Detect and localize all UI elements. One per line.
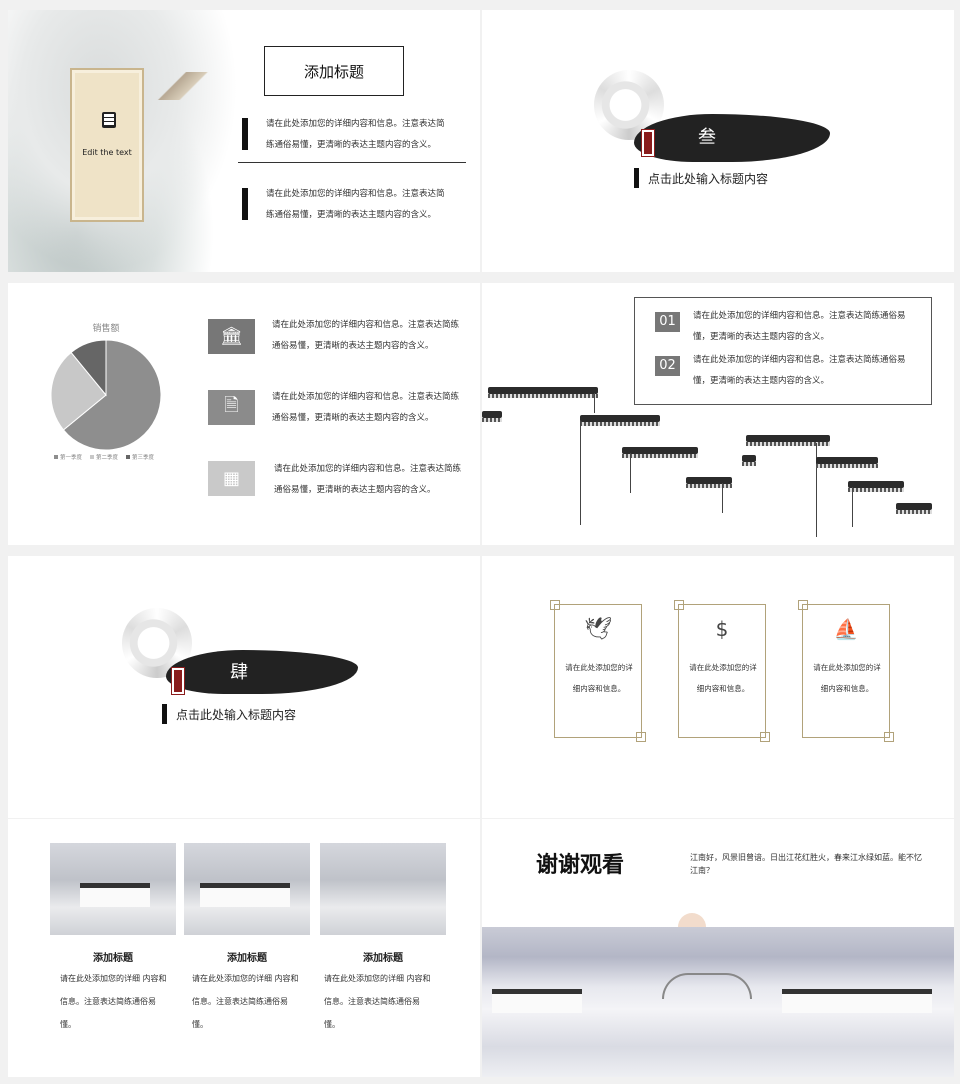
column-1-title: 添加标题 <box>93 953 133 964</box>
item-2-text[interactable]: 请在此处添加您的详细内容和信息。注意表达简练通俗易懂，更清晰的表达主题内容的含义… <box>272 392 460 423</box>
scroll-text[interactable]: Edit the text <box>82 148 132 157</box>
slide-title: 添加标题 <box>303 62 364 81</box>
column-1-text[interactable]: 请在此处添加您的详细 内容和信息。注意表达简练通俗易懂。 <box>60 974 167 1029</box>
slide-6[interactable]: 🕊 请在此处添加您的详细内容和信息。 $ 请在此处添加您的详细内容和信息。 ⛵ … <box>482 556 954 818</box>
landscape-photo-1 <box>50 843 176 935</box>
pie-slice-3 <box>70 339 107 397</box>
chart-legend: 第一季度第二季度第三季度 <box>54 453 214 461</box>
mountain-silhouette <box>138 72 208 100</box>
bird-icon: 🕊 <box>584 617 612 642</box>
number-02: 02 <box>655 356 680 376</box>
pie-chart <box>50 339 162 451</box>
stone-bridge <box>662 973 752 999</box>
divider-line <box>238 162 466 163</box>
sailboat-icon: ⛵ <box>833 617 859 641</box>
red-seal <box>171 667 185 695</box>
info-text-1[interactable]: 请在此处添加您的详细内容和信息。注意表达简练通俗易懂，更清晰的表达主题内容的含义… <box>693 311 906 342</box>
card-1[interactable]: 🕊 请在此处添加您的详细内容和信息。 <box>550 600 646 742</box>
section-number: 叁 <box>698 127 716 148</box>
pie-slice-2 <box>50 351 107 431</box>
chart-title: 销售额 <box>92 324 120 334</box>
slide-4[interactable]: 01 请在此处添加您的详细内容和信息。注意表达简练通俗易懂，更清晰的表达主题内容… <box>482 283 954 545</box>
ink-landscape <box>482 927 954 1077</box>
slide-5[interactable]: 肆 点击此处输入标题内容 <box>8 556 480 818</box>
ink-brush-stroke <box>634 114 830 162</box>
subtitle-bar <box>634 168 639 188</box>
paragraph-1[interactable]: 请在此处添加您的详细内容和信息。注意表达简练通俗易懂，更清晰的表达主题内容的含义… <box>266 119 445 150</box>
column-2-title: 添加标题 <box>227 953 267 964</box>
card-3[interactable]: ⛵ 请在此处添加您的详细内容和信息。 <box>798 600 894 742</box>
subtitle-bar <box>162 704 167 724</box>
column-3-text[interactable]: 请在此处添加您的详细 内容和信息。注意表达简练通俗易懂。 <box>324 974 431 1029</box>
paragraph-2[interactable]: 请在此处添加您的详细内容和信息。注意表达简练通俗易懂，更清晰的表达主题内容的含义… <box>266 189 445 220</box>
money-hand-icon: $ <box>715 617 729 641</box>
ink-brush-stroke <box>166 650 358 694</box>
column-3-title: 添加标题 <box>363 953 403 964</box>
legend-item-1: 第一季度 <box>54 453 82 461</box>
legend-item-3: 第三季度 <box>126 453 154 461</box>
scroll-paper: Edit the text <box>70 68 144 222</box>
landscape-photo-3 <box>320 843 446 935</box>
card-2-text: 请在此处添加您的详细内容和信息。 <box>689 663 757 693</box>
text-bar <box>242 118 248 150</box>
card-3-text: 请在此处添加您的详细内容和信息。 <box>813 663 881 693</box>
landscape-photo-2 <box>184 843 310 935</box>
card-1-text: 请在此处添加您的详细内容和信息。 <box>565 663 633 693</box>
slide-8[interactable]: 谢谢观看 江南好，风景旧曾谙。日出江花红胜火，春来江水绿如蓝。能不忆江南？ <box>482 819 954 1077</box>
info-box[interactable]: 01 请在此处添加您的详细内容和信息。注意表达简练通俗易懂，更清晰的表达主题内容… <box>634 297 932 405</box>
item-3-text[interactable]: 请在此处添加您的详细内容和信息。注意表达简练通俗易懂，更清晰的表达主题内容的含义… <box>274 464 462 495</box>
thanks-title: 谢谢观看 <box>536 852 625 878</box>
poem-text: 江南好，风景旧曾谙。日出江花红胜火，春来江水绿如蓝。能不忆江南？ <box>690 853 922 875</box>
info-text-2[interactable]: 请在此处添加您的详细内容和信息。注意表达简练通俗易懂，更清晰的表达主题内容的含义… <box>693 355 906 386</box>
title-box[interactable]: 添加标题 <box>264 46 404 96</box>
legend-item-2: 第二季度 <box>90 453 118 461</box>
document-icon: 🗎 <box>208 390 255 425</box>
column-2-text[interactable]: 请在此处添加您的详细 内容和信息。注意表达简练通俗易懂。 <box>192 974 299 1029</box>
bank-icon: 🏛 <box>208 319 255 354</box>
notepad-icon <box>102 112 116 128</box>
red-seal <box>641 129 655 157</box>
section-subtitle[interactable]: 点击此处输入标题内容 <box>176 708 297 722</box>
slide-3[interactable]: 销售额 第一季度第二季度第三季度 🏛 请在此处添加您的详细内容和信息。注意表达简… <box>8 283 480 545</box>
section-subtitle[interactable]: 点击此处输入标题内容 <box>648 172 769 186</box>
number-01: 01 <box>655 312 680 332</box>
slide-7[interactable]: 添加标题 请在此处添加您的详细 内容和信息。注意表达简练通俗易懂。 添加标题 请… <box>8 819 480 1077</box>
slide-2[interactable]: 叁 点击此处输入标题内容 <box>482 10 954 272</box>
card-2[interactable]: $ 请在此处添加您的详细内容和信息。 <box>674 600 770 742</box>
section-number: 肆 <box>230 662 248 683</box>
calendar-icon: ▦ <box>208 461 255 496</box>
text-bar <box>242 188 248 220</box>
item-1-text[interactable]: 请在此处添加您的详细内容和信息。注意表达简练通俗易懂，更清晰的表达主题内容的含义… <box>272 320 460 351</box>
pie-slice-1 <box>62 339 162 451</box>
slide-1[interactable]: Edit the text 添加标题 请在此处添加您的详细内容和信息。注意表达简… <box>8 10 480 272</box>
